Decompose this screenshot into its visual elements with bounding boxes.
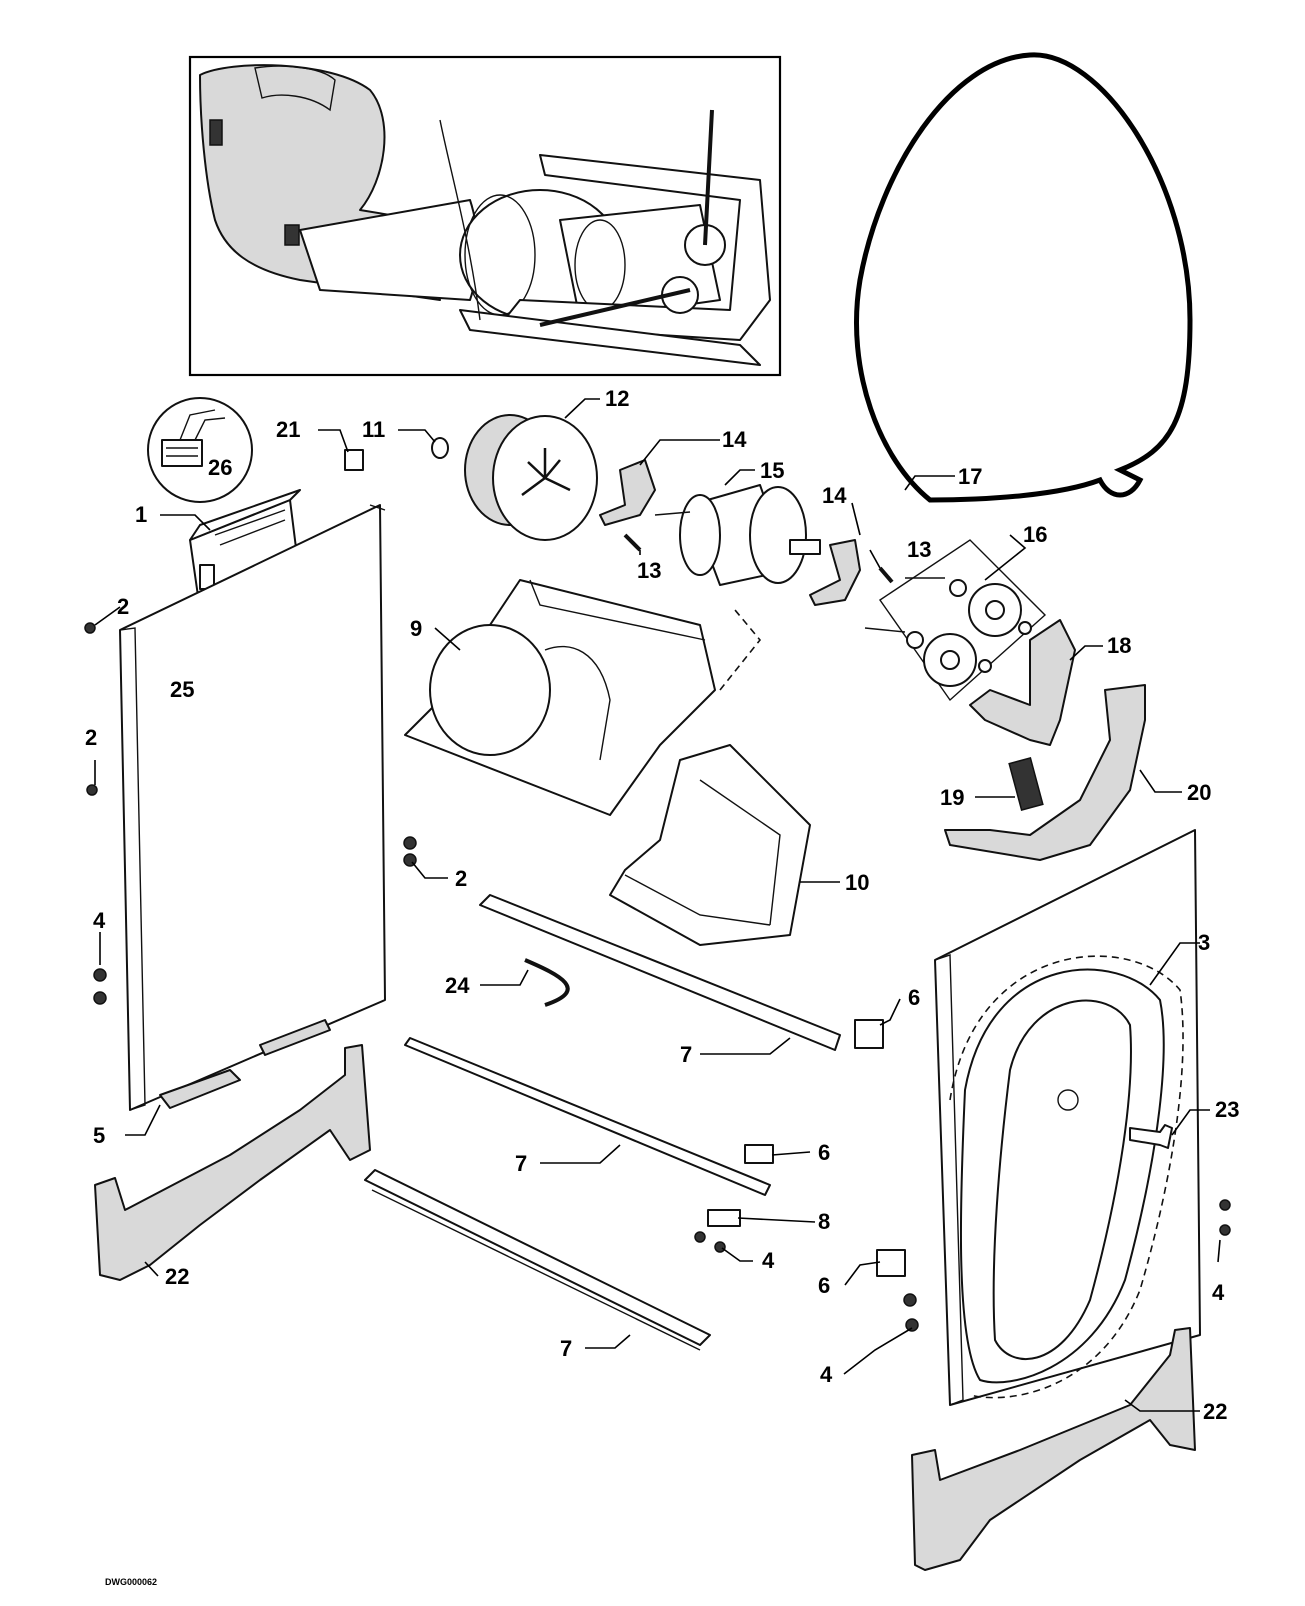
part-23-drum-roller-shaft: [1129, 1124, 1173, 1149]
inset-belt: [539, 109, 714, 327]
callout-6: 6: [908, 985, 920, 1010]
part-10-air-duct: [609, 744, 811, 946]
callout-13: 13: [907, 537, 931, 562]
callout-19: 19: [940, 785, 964, 810]
part-26-harness-connector-detail: [147, 397, 253, 503]
part-22-base-right: [911, 1327, 1196, 1571]
callout-25: 25: [170, 677, 194, 702]
part-3-front-panel: [934, 829, 1201, 1406]
callout-2: 2: [117, 594, 129, 619]
callout-2: 2: [85, 725, 97, 750]
part-17-drive-belt: [854, 52, 1193, 503]
callout-labels: 1 2 2 2 3 4 4 4 4 5 6 6 6 7 7 7 8 9 10 1…: [85, 386, 1239, 1424]
callout-15: 15: [760, 458, 784, 483]
part-11-grommet: [431, 437, 449, 459]
callout-1: 1: [135, 502, 147, 527]
callout-4: 4: [762, 1248, 775, 1273]
inset-base-rail: [459, 309, 761, 366]
part-4-screws: [93, 968, 1231, 1332]
part-16-idler-pulley-kit: [864, 539, 1047, 702]
part-14-motor-mount-left: [599, 459, 656, 526]
callout-3: 3: [1198, 930, 1210, 955]
callout-22: 22: [165, 1264, 189, 1289]
callout-10: 10: [845, 870, 869, 895]
part-6-clip-a: [854, 1019, 884, 1049]
callout-22: 22: [1203, 1399, 1227, 1424]
callout-21: 21: [276, 417, 300, 442]
part-22-base-left: [94, 1044, 371, 1281]
callout-2: 2: [455, 866, 467, 891]
part-8-clip: [707, 1209, 741, 1227]
inset-hose: [439, 119, 481, 321]
callout-4: 4: [93, 908, 106, 933]
callout-16: 16: [1023, 522, 1047, 547]
inset-assembly-view: [188, 55, 782, 377]
part-13-screw-left: [623, 533, 642, 552]
callout-4: 4: [1212, 1280, 1225, 1305]
part-12-blower-wheel: [464, 414, 598, 541]
part-20-rear-bracket: [944, 684, 1146, 861]
callout-8: 8: [818, 1209, 830, 1234]
callout-14: 14: [822, 483, 847, 508]
part-18-idler-bracket: [969, 619, 1076, 746]
part-6-clip-b: [744, 1144, 774, 1164]
callout-5: 5: [93, 1123, 105, 1148]
callout-9: 9: [410, 616, 422, 641]
part-5-left-side-panel: [119, 504, 386, 1111]
callout-6: 6: [818, 1273, 830, 1298]
leader-lines: [94, 398, 1221, 1412]
callout-23: 23: [1215, 1097, 1239, 1122]
part-14-motor-mount-right: [809, 539, 861, 606]
callout-6: 6: [818, 1140, 830, 1165]
part-7-rails: [364, 894, 841, 1351]
part-6-clip-c: [876, 1249, 906, 1277]
callout-26: 26: [208, 455, 232, 480]
callout-17: 17: [958, 464, 982, 489]
inset-clip-2: [284, 224, 300, 246]
callout-18: 18: [1107, 633, 1131, 658]
callout-14: 14: [722, 427, 747, 452]
part-13-screw-right: [878, 566, 894, 584]
callout-7: 7: [515, 1151, 527, 1176]
inset-clip-1: [209, 119, 223, 146]
callout-7: 7: [680, 1042, 692, 1067]
callout-13: 13: [637, 558, 661, 583]
callout-7: 7: [560, 1336, 572, 1361]
callout-4: 4: [820, 1362, 833, 1387]
part-21-clip: [344, 449, 364, 471]
callout-12: 12: [605, 386, 629, 411]
inset-housing-grille: [254, 65, 336, 112]
part-19-spring: [1008, 757, 1044, 811]
callout-20: 20: [1187, 780, 1211, 805]
callout-11: 11: [362, 417, 385, 442]
part-15-drive-motor: [654, 484, 821, 586]
drawing-code: DWG000062: [105, 1577, 157, 1587]
part-24-wire-hose: [524, 958, 570, 1007]
part-9-blower-housing: [404, 579, 762, 816]
callout-24: 24: [445, 973, 470, 998]
